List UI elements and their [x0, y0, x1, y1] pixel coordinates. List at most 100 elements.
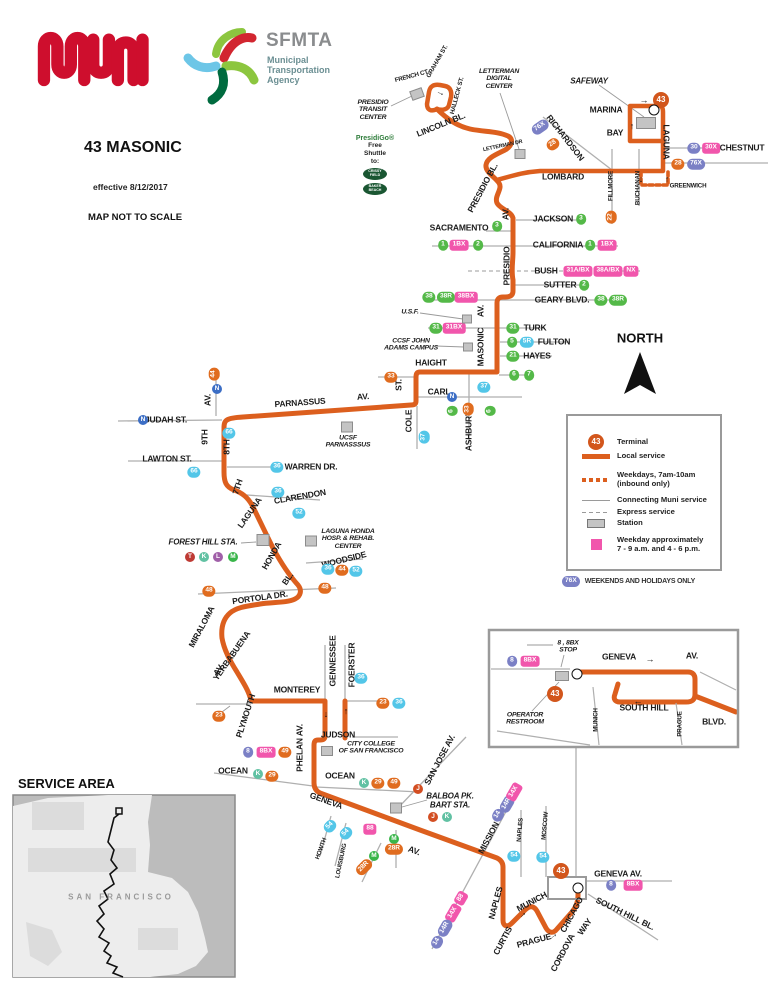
route-badge-49: 49 [278, 746, 292, 758]
route-badge-31a/bx: 31A/BX [563, 265, 593, 277]
route-badge-66: 66 [187, 466, 201, 478]
street-label: JUDSON [320, 729, 356, 740]
route-badge-5: 5 [507, 336, 517, 348]
street-label: AV. [500, 207, 511, 221]
legend-express-label: Express service [617, 507, 675, 516]
route-title: 43 MASONIC [84, 139, 182, 156]
street-label: ASHBURY [463, 410, 474, 452]
route-badge-23: 23 [376, 697, 390, 709]
scale-note: MAP NOT TO SCALE [88, 212, 183, 223]
route-badge-43: 43 [653, 92, 669, 108]
route-badge-30x: 30X [702, 142, 720, 154]
route-badge-l: L [213, 552, 223, 562]
legend-express-row: Express service [582, 507, 675, 517]
street-label: AV. [685, 650, 699, 661]
route-badge-7: 7 [524, 369, 534, 381]
street-label: SOUTH HILL [619, 702, 669, 713]
route-badge-k: K [199, 552, 209, 562]
station-icon [587, 519, 605, 528]
street-label: 8TH [221, 439, 232, 455]
place-label: BALBOA PK. BART STA. [426, 791, 474, 809]
street-label: MARINA [589, 104, 623, 115]
street-label: BUSH [534, 265, 558, 276]
place-label: 8 , 8BX STOP [557, 639, 579, 654]
station-marker [463, 342, 473, 352]
place-label: OPERATOR RESTROOM [506, 711, 544, 726]
route-badge-1bx: 1BX [597, 239, 617, 251]
street-label: JUDAH ST. [144, 414, 188, 425]
terminal-circle-marker [572, 882, 584, 894]
legend-connecting-label: Connecting Muni service [617, 495, 707, 504]
route-badge-22: 22 [605, 210, 617, 224]
street-label: CARL [427, 386, 451, 397]
route-badge-23: 23 [212, 710, 226, 722]
legend-peak-label: Weekday approximately 7 - 9 a.m. and 4 -… [617, 535, 704, 553]
street-label: PRAGUE [676, 711, 684, 737]
route-badge-36: 36 [321, 563, 335, 575]
street-label: HAYES [523, 350, 551, 361]
route-badge-37: 37 [477, 381, 491, 393]
station-marker [321, 746, 333, 756]
sfmta-logo-icon [183, 28, 259, 105]
route-badge-3: 3 [492, 220, 502, 232]
route-badge-n: N [447, 392, 457, 402]
street-label: LOMBARD [541, 171, 585, 182]
express-line-icon [582, 511, 610, 514]
street-label: GENEVA [601, 651, 637, 662]
route-badge-66: 66 [222, 427, 236, 439]
place-label: UCSF PARNASSSUS [325, 434, 371, 449]
route-badge-6: 6 [509, 369, 519, 381]
route-badge-29: 29 [265, 770, 279, 782]
place-label: LAGUNA HONDA HOSP. & REHAB. CENTER [321, 528, 375, 550]
street-label: GEARY BLVD. [534, 294, 590, 305]
route-badge-29: 29 [371, 777, 385, 789]
route-badge-6: 6 [446, 406, 458, 416]
legend-box: 43 Terminal Local service Weekdays, 7am-… [566, 414, 722, 571]
street-label: 9TH [199, 429, 210, 445]
route-badge-36: 36 [392, 697, 406, 709]
legend-station-row: Station [582, 518, 643, 528]
street-label: JACKSON [532, 213, 574, 224]
route-badge-1: 1 [585, 239, 595, 251]
street-label: LAGUNA [661, 124, 672, 160]
route-badge-36: 36 [354, 672, 368, 684]
connecting-line-icon [582, 499, 610, 502]
legend-weekday-label: Weekdays, 7am-10am (inbound only) [617, 470, 696, 488]
street-label: WARREN DR. [284, 461, 338, 472]
direction-arrow-icon: ↑ [664, 174, 670, 184]
place-label: CITY COLLEGE OF SAN FRANCISCO [338, 740, 404, 755]
route-badge-30: 30 [687, 142, 701, 154]
effective-date: effective 8/12/2017 [93, 182, 168, 192]
route-badge-88: 88 [363, 823, 377, 835]
route-badge-76x: 76X [687, 158, 705, 170]
route-badge-8: 8 [606, 879, 616, 891]
terminal-inset-marker-box [547, 876, 587, 900]
north-arrow-icon [624, 352, 656, 394]
street-label: SUTTER [543, 279, 577, 290]
weekday-dashed-line-icon [582, 477, 610, 482]
place-label: FOREST HILL STA. [168, 537, 238, 547]
route-badge-nx: NX [623, 265, 639, 277]
presidigo-block: PresidiGo® Free Shuttle to: CRISSY FIELD… [352, 135, 398, 196]
legend-terminal-label: Terminal [617, 436, 649, 446]
street-label: MASONIC [475, 327, 486, 367]
route-badge-44: 44 [335, 564, 349, 576]
station-marker [390, 802, 402, 814]
street-label: OCEAN [218, 765, 248, 776]
street-label: CALIFORNIA [532, 239, 584, 250]
route-badge-52: 52 [349, 565, 363, 577]
street-label: AV. [202, 393, 213, 407]
street-label: AV. [475, 304, 486, 318]
sfmta-tagline: Municipal Transportation Agency [267, 55, 331, 86]
presidigo-stop-crissy-field: CRISSY FIELD [363, 168, 387, 181]
route-badge-38: 38 [422, 291, 436, 303]
peak-square-icon [590, 539, 602, 551]
route-badge-33: 33 [384, 371, 398, 383]
route-badge-31: 31 [429, 322, 443, 334]
route-badge-3: 3 [576, 213, 586, 225]
street-label: GENEVA AV. [594, 868, 642, 879]
route-badge-2: 2 [473, 239, 483, 251]
route-badge-1bx: 1BX [449, 239, 469, 251]
